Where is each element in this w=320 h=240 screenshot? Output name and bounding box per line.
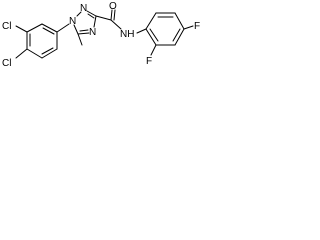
double-bond-inner bbox=[41, 47, 54, 55]
bond-to-f-ortho bbox=[150, 44, 157, 56]
bond-nh-aryl bbox=[136, 28, 147, 34]
bond-phenyl-n1 bbox=[56, 23, 70, 33]
bond bbox=[145, 28, 157, 46]
dichlorophenyl-ring bbox=[26, 23, 58, 59]
double-bond-inner bbox=[149, 28, 159, 42]
bond bbox=[41, 48, 58, 59]
bond bbox=[26, 23, 43, 33]
bond bbox=[145, 12, 157, 30]
difluorophenyl-ring bbox=[145, 12, 185, 46]
atom-label-f-ortho: F bbox=[146, 56, 152, 67]
atom-label-n1: N bbox=[69, 16, 76, 27]
methyl-bond bbox=[77, 33, 83, 46]
bond bbox=[73, 24, 79, 35]
bond bbox=[174, 12, 185, 30]
atom-label-f-para: F bbox=[194, 21, 200, 32]
bond bbox=[93, 15, 97, 28]
bond bbox=[77, 32, 90, 35]
double-bond-inner bbox=[172, 28, 181, 42]
bond-to-f-para bbox=[183, 25, 194, 30]
atom-label-n2: N bbox=[80, 3, 87, 14]
bond-to-cl-bottom bbox=[15, 48, 28, 59]
atom-label-cl-bottom: Cl bbox=[2, 58, 11, 69]
bond bbox=[26, 48, 43, 59]
triazole-ring bbox=[73, 10, 97, 35]
bond-carbonyl-nh bbox=[110, 19, 122, 30]
bond bbox=[174, 28, 185, 46]
atom-label-cl-top: Cl bbox=[2, 21, 11, 32]
atom-label-o: O bbox=[109, 1, 117, 12]
bond bbox=[41, 23, 58, 33]
bond bbox=[86, 10, 97, 17]
carbonyl-double-bond bbox=[110, 9, 113, 21]
atom-label-n4: N bbox=[89, 27, 96, 38]
atom-label-nh: NH bbox=[120, 29, 134, 40]
double-bond-inner bbox=[87, 13, 95, 19]
bond-c3-carbonyl bbox=[95, 15, 112, 21]
double-bond-inner bbox=[42, 27, 55, 35]
bond bbox=[76, 11, 82, 17]
chemical-structure-diagram: Cl Cl N N N O NH F F bbox=[2, 1, 200, 69]
bond-to-cl-top bbox=[15, 25, 28, 33]
double-bond-inner bbox=[79, 29, 89, 32]
carbonyl-double-bond bbox=[113, 9, 116, 21]
